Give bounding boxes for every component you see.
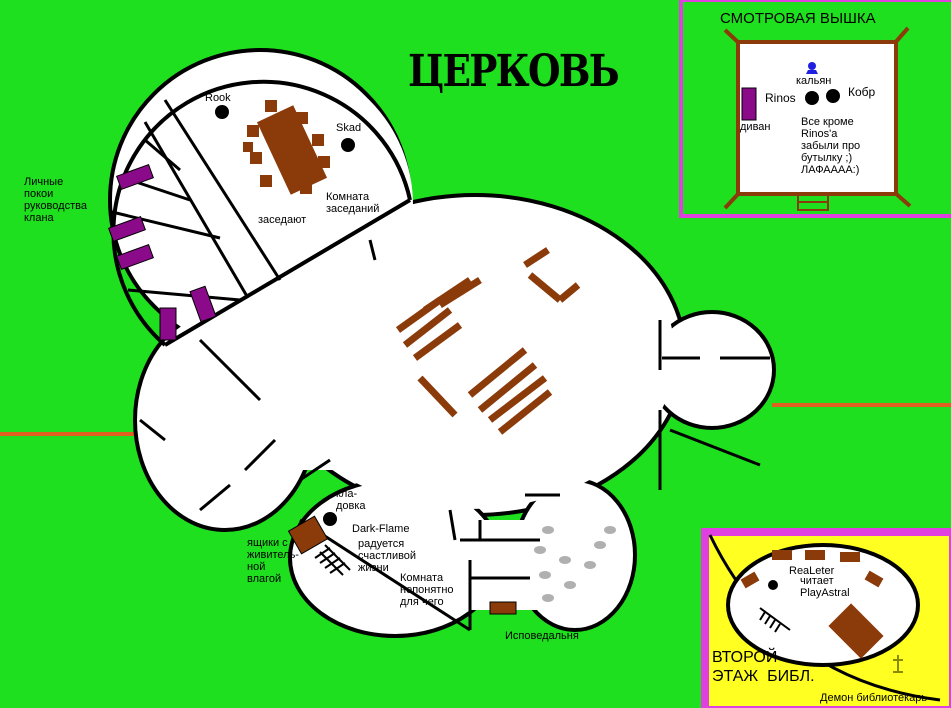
label-reader: ReaLeter — [789, 565, 835, 577]
quarters-beds — [107, 163, 217, 341]
tower-title: СМОТРОВАЯ ВЫШКА — [720, 10, 876, 27]
label-kobr: Кобр — [848, 85, 876, 99]
library-title: ВТОРОЙ ЭТАЖ БИБЛ. — [712, 649, 815, 685]
library-panel — [701, 528, 951, 708]
label-storeroom: кла- довка — [336, 488, 366, 512]
tower-note: Все кроме Rinos'a забыли про бутылку ;) … — [801, 116, 861, 176]
label-skad: Skad — [336, 122, 362, 134]
label-demon: Демон библиотекарь — [820, 692, 928, 704]
label-rinos: Rinos — [765, 91, 796, 105]
label-council-room: Комната заседаний — [326, 191, 380, 215]
label-hookah: кальян — [796, 75, 832, 87]
label-dark-flame-note: радуется счастливой жизни — [358, 538, 417, 574]
council-table — [243, 100, 330, 195]
label-rook: Rook — [205, 92, 231, 104]
confessional-bench — [489, 601, 517, 615]
label-sofa: диван — [740, 121, 771, 133]
pews — [395, 247, 581, 435]
people — [215, 105, 355, 526]
label-unclear-room: Комната непонятно для чего — [400, 572, 454, 608]
watch-tower-panel — [679, 0, 951, 218]
label-meeting: заседают — [258, 214, 307, 226]
label-reading: читает PlayAstral — [800, 575, 850, 599]
label-confessional: Исповедальня — [505, 630, 579, 642]
stones — [534, 526, 616, 602]
label-crates: ящики с живитель- ной влагой — [247, 537, 299, 585]
stairs — [314, 544, 351, 576]
label-dark-flame: Dark-Flame — [352, 523, 410, 535]
interior-walls — [111, 99, 770, 632]
map-title: ЦЕРКОВЬ — [408, 46, 620, 97]
label-quarters: Личные покои руководства клана — [24, 176, 87, 224]
crates — [287, 515, 329, 555]
